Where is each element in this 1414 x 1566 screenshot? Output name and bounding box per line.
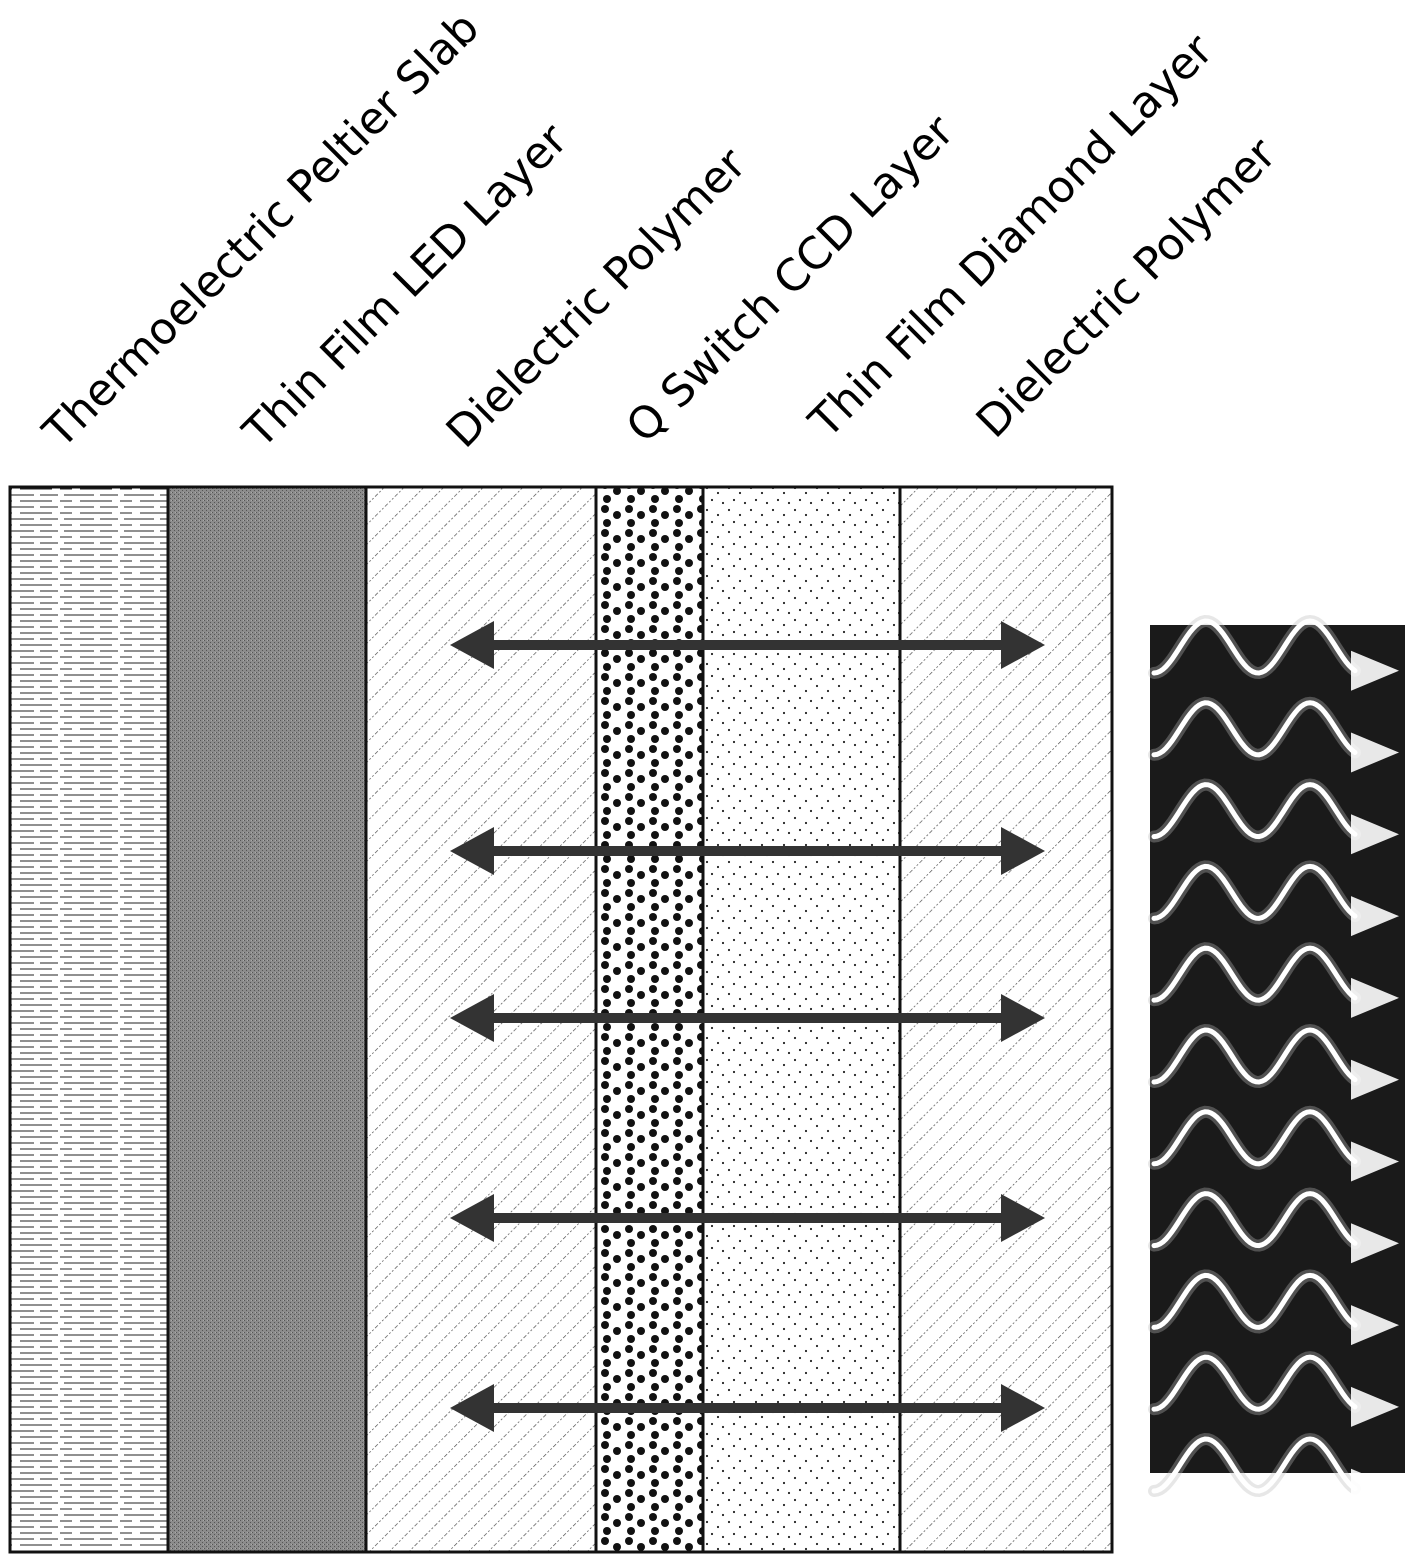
layer-2-block xyxy=(168,487,366,1552)
layer-2-label: Thin Film LED Layer xyxy=(233,113,578,458)
layer-1-block xyxy=(10,487,168,1552)
layer-1-label: Thermoelectric Peltier Slab xyxy=(33,2,489,458)
layer-4-label: Q Switch CCD Layer xyxy=(617,105,965,453)
layer-6-label: Dielectric Polymer xyxy=(967,128,1287,448)
